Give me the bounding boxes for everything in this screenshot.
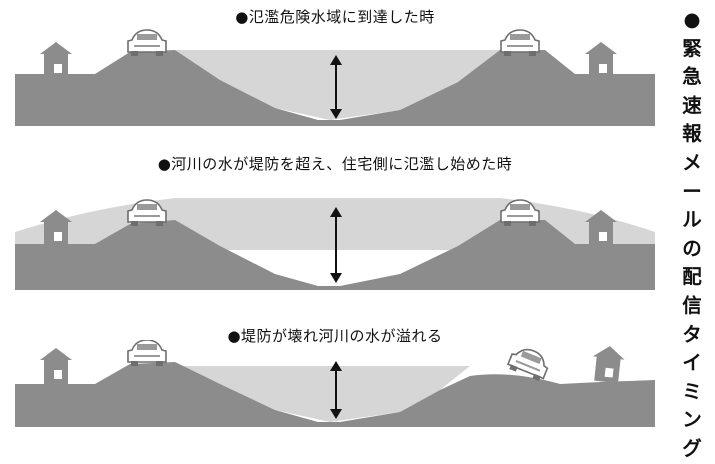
side-title-char: メ — [682, 150, 702, 174]
ground-embankment — [15, 220, 655, 290]
side-title-char: グ — [682, 436, 702, 460]
side-title-char: 緊 — [682, 36, 702, 60]
scene-1-river-diagram — [15, 29, 655, 126]
house-icon — [40, 42, 72, 78]
side-title-char: ー — [682, 179, 702, 203]
ground-embankment — [15, 50, 655, 126]
car-icon — [506, 348, 549, 382]
side-title-char: 信 — [682, 293, 702, 317]
car-icon — [500, 199, 540, 226]
house-icon — [585, 210, 617, 246]
house-icon — [585, 42, 617, 78]
double-arrow-icon — [330, 361, 342, 419]
side-title-char: 報 — [682, 122, 702, 146]
house-icon — [40, 210, 72, 246]
car-icon — [127, 340, 167, 366]
side-title-char: ル — [682, 208, 702, 232]
house-icon — [592, 346, 625, 384]
caption-scene-1: ●氾濫危険水域に到達した時 — [235, 8, 435, 26]
side-title-char: 急 — [682, 65, 702, 89]
side-title-char: タ — [682, 322, 702, 346]
side-title-char: の — [682, 236, 702, 260]
ground-embankment — [15, 362, 655, 427]
house-icon — [40, 348, 72, 384]
side-title-char: ミ — [682, 379, 702, 403]
caption-scene-2: ●河川の水が堤防を超え、住宅側に氾濫し始めた時 — [157, 155, 513, 173]
scene-3-river-diagram — [15, 340, 655, 427]
scene-2-river-diagram — [15, 198, 655, 290]
car-icon — [127, 199, 167, 226]
side-title-char: ン — [682, 408, 702, 432]
side-title: ● 緊急速報メールの配信タイミング — [672, 6, 712, 464]
caption-scene-3: ●堤防が壊れ河川の水が溢れる — [227, 327, 443, 345]
side-title-char: ● — [683, 8, 701, 31]
water-fill — [175, 50, 500, 120]
side-title-char: イ — [682, 351, 702, 375]
water-fill — [175, 366, 470, 422]
car-icon — [127, 29, 167, 56]
side-title-char: 速 — [682, 93, 702, 117]
side-title-char: 配 — [682, 265, 702, 289]
double-arrow-icon — [330, 55, 342, 119]
car-icon — [500, 29, 540, 56]
double-arrow-icon — [330, 207, 342, 283]
